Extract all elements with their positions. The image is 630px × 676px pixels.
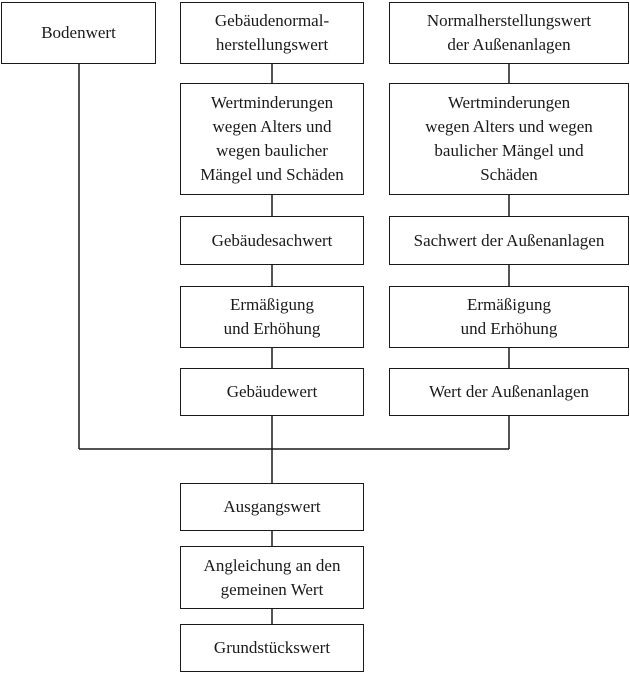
box-label: Sachwert der Außenanlagen (413, 230, 605, 250)
box-gebaeudewert: Gebäudewert (180, 368, 364, 416)
box-label: Wertminderungen wegen Alters und wegen b… (200, 93, 344, 184)
box-label: Wert der Außenanlagen (428, 382, 590, 401)
box-wertminderungen-aussenanlagen: Wertminderungen wegen Alters und wegen b… (389, 83, 629, 195)
box-gebaeudesachwert: Gebäudesachwert (180, 216, 364, 265)
box-bodenwert: Bodenwert (1, 2, 156, 64)
box-label: Normalherstellungswert der Außenanlagen (426, 11, 592, 54)
box-ausgangswert: Ausgangswert (180, 483, 364, 531)
box-label: Gebäudesachwert (211, 230, 333, 250)
box-wert-aussenanlagen: Wert der Außenanlagen (389, 368, 629, 416)
box-label: Grundstückswert (213, 638, 331, 657)
box-label: Gebäudenormal- herstellungswert (214, 11, 330, 54)
box-sachwert-aussenanlagen: Sachwert der Außenanlagen (389, 216, 629, 265)
box-label: Gebäudewert (226, 382, 318, 401)
box-label: Ermäßigung und Erhöhung (460, 295, 558, 338)
box-label: Angleichung an den gemeinen Wert (203, 555, 341, 599)
box-angleichung: Angleichung an den gemeinen Wert (180, 546, 364, 609)
box-normalherstellungswert-aussenanlagen: Normalherstellungswert der Außenanlagen (389, 2, 629, 64)
box-gebaeudenormalherstellungswert: Gebäudenormal- herstellungswert (180, 2, 364, 64)
box-ermaessigung-gebaeude: Ermäßigung und Erhöhung (180, 286, 364, 348)
box-wertminderungen-gebaeude: Wertminderungen wegen Alters und wegen b… (180, 83, 364, 195)
box-label: Ermäßigung und Erhöhung (223, 295, 321, 338)
box-grundstueckswert: Grundstückswert (180, 624, 364, 672)
box-ermaessigung-aussenanlagen: Ermäßigung und Erhöhung (389, 286, 629, 348)
box-label: Ausgangswert (223, 497, 321, 516)
box-label: Bodenwert (41, 23, 116, 42)
box-label: Wertminderungen wegen Alters und wegen b… (425, 93, 593, 184)
